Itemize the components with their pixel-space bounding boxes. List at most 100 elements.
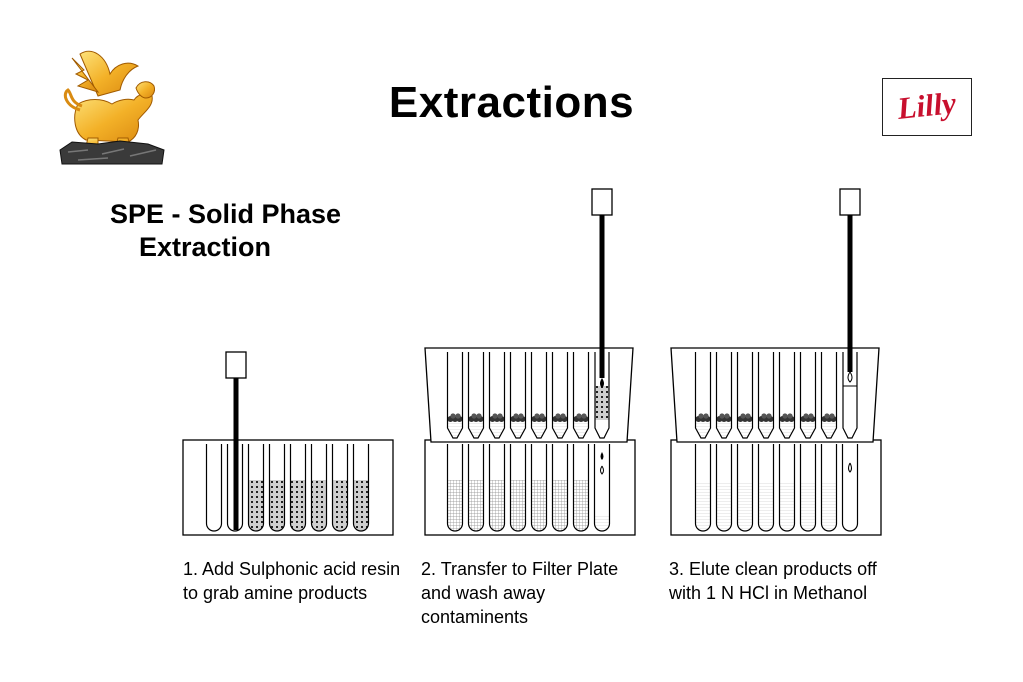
tube-outline [352, 444, 370, 532]
tube-outline [446, 352, 464, 439]
filter-tube [509, 352, 527, 439]
well-tube [331, 444, 349, 532]
collection-tube [551, 444, 569, 532]
resin-bead [492, 413, 498, 419]
tube-outline [694, 352, 712, 439]
filter-tube [551, 352, 569, 439]
filter-tube [799, 352, 817, 439]
filter-tube [820, 352, 838, 439]
filter-tube [736, 352, 754, 439]
tube-contents [695, 482, 711, 531]
resin-bead [787, 413, 793, 419]
collection-tube [757, 444, 775, 532]
resin-bead [471, 413, 477, 419]
tube-outline [842, 352, 858, 439]
griffin-logo-icon [58, 46, 168, 168]
resin-bead [808, 413, 814, 419]
filter-tube [572, 352, 590, 439]
tube-contents [510, 480, 526, 531]
subtitle: SPE - Solid Phase Extraction [110, 198, 341, 264]
well-tube [289, 444, 307, 532]
tube-contents [594, 516, 610, 531]
tube-contents [489, 480, 505, 531]
tube-contents [716, 482, 732, 531]
syringe-needle [599, 215, 605, 378]
resin-bead [824, 413, 830, 419]
collection-tube [446, 444, 464, 532]
tube-outline [820, 444, 838, 532]
tube-outline [247, 444, 265, 532]
resin-bead [719, 413, 725, 419]
syringe-3 [839, 188, 861, 372]
well-tube [226, 444, 244, 532]
step-2-caption: 2. Transfer to Filter Plate and wash awa… [421, 559, 619, 627]
resin-bead [497, 413, 503, 419]
tube-outline [509, 352, 527, 439]
tube-contents [737, 482, 753, 531]
tube-contents [552, 480, 568, 531]
tube-outline [467, 352, 485, 439]
syringe-plunger [591, 188, 613, 216]
tube-outline [226, 444, 244, 532]
tube-outline [715, 444, 733, 532]
well-tube [247, 444, 265, 532]
well-tube [268, 444, 286, 532]
tube-contents [248, 480, 264, 531]
tube-contents [332, 480, 348, 531]
resin-bead [455, 413, 461, 419]
tube-outline [572, 444, 590, 532]
droplet [600, 465, 604, 475]
lilly-logo-text: Lilly [895, 85, 958, 126]
resin-bead [829, 413, 835, 419]
tube-contents [800, 482, 816, 531]
lilly-logo-icon: Lilly [882, 78, 972, 136]
filter-tube [467, 352, 485, 439]
tube-outline [593, 444, 611, 532]
tube-contents [353, 480, 369, 531]
step-3-caption: 3. Elute clean products off with 1 N HCl… [669, 559, 877, 603]
tube-outline [778, 444, 796, 532]
resin-bead [539, 413, 545, 419]
tube-contents [269, 480, 285, 531]
resin-bead [703, 413, 709, 419]
collection-tube [799, 444, 817, 532]
tube-contents [595, 386, 609, 420]
collection-tube [530, 444, 548, 532]
resin-bead [745, 413, 751, 419]
resin-bead [555, 413, 561, 419]
tube-contents [821, 482, 837, 531]
collection-tube [736, 444, 754, 532]
collection-tube [467, 444, 485, 532]
filter-tube [446, 352, 464, 439]
tube-outline [331, 444, 349, 532]
needle-drop [600, 378, 604, 388]
tube-outline [594, 352, 610, 439]
syringe-1 [225, 351, 247, 530]
page-title: Extractions [388, 78, 635, 127]
collection-tube [509, 444, 527, 532]
tube-outline [530, 352, 548, 439]
resin-bead [766, 413, 772, 419]
filter-tube [715, 352, 733, 439]
resin-bead [803, 413, 809, 419]
tube-contents [311, 480, 327, 531]
tube-contents [531, 480, 547, 531]
tube-outline [694, 444, 712, 532]
tube-contents [447, 480, 463, 531]
syringe-plunger [839, 188, 861, 216]
resin-bead [476, 413, 482, 419]
resin-bead [761, 413, 767, 419]
filter-tube [757, 352, 775, 439]
tube-outline [715, 352, 733, 439]
well-tube [205, 444, 223, 532]
resin-bead [513, 413, 519, 419]
tube-outline [488, 352, 506, 439]
tube-outline [551, 444, 569, 532]
tube-outline [736, 444, 754, 532]
tube-outline [757, 444, 775, 532]
well-tube [310, 444, 328, 532]
collection-tube [841, 444, 859, 532]
collection-tube [778, 444, 796, 532]
resin-bead [450, 413, 456, 419]
